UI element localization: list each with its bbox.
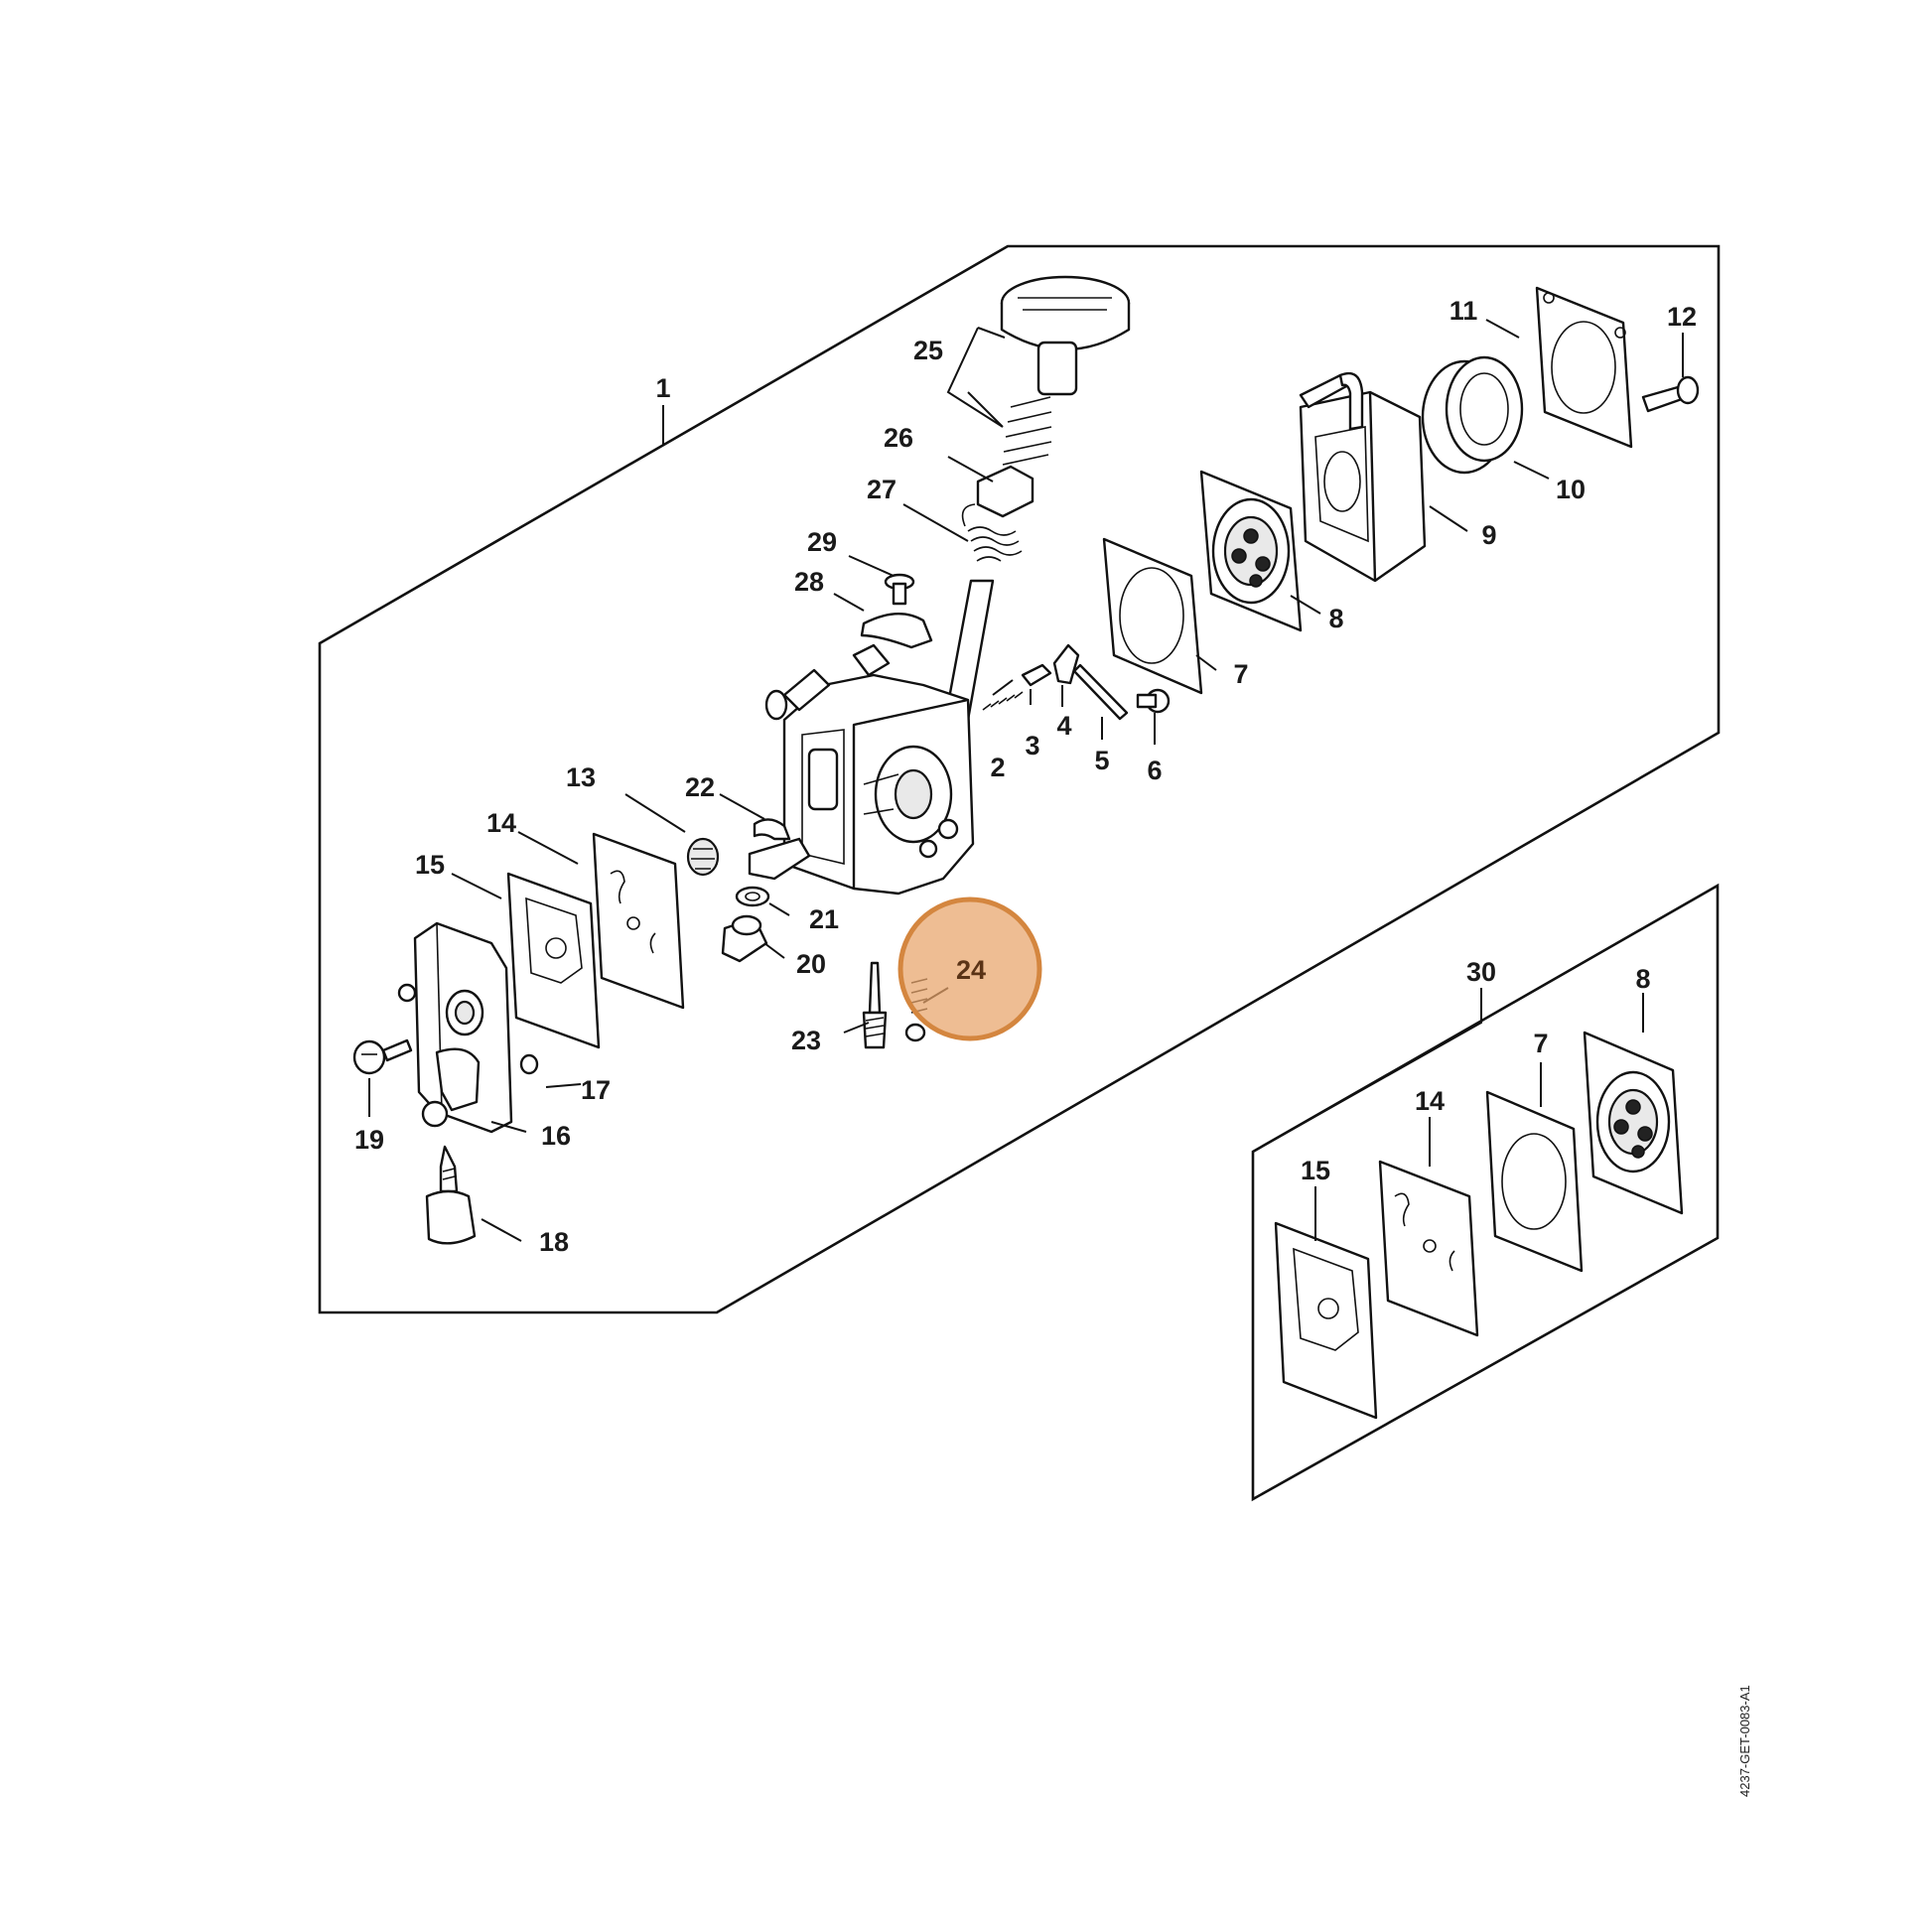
- seal-10-part: [1421, 355, 1524, 475]
- callout-7[interactable]: 7: [1233, 659, 1248, 689]
- callout-1[interactable]: 1: [655, 373, 670, 403]
- callout-16[interactable]: 16: [541, 1121, 571, 1151]
- kit-callout-7[interactable]: 7: [1533, 1029, 1548, 1058]
- screw-19-part: [352, 1038, 413, 1075]
- fitting-20-part: [721, 914, 768, 963]
- kit-gasket-15-part: [1274, 1221, 1378, 1420]
- kit-callout-15[interactable]: 15: [1301, 1156, 1330, 1185]
- callout-10[interactable]: 10: [1556, 475, 1586, 504]
- callout-labels: 1 2 3 4 5 6 7 8 9 10 11 12 13 14 15 16 1…: [354, 296, 1697, 1257]
- callout-2[interactable]: 2: [990, 753, 1005, 782]
- callout-14[interactable]: 14: [486, 808, 516, 838]
- callout-18[interactable]: 18: [539, 1227, 569, 1257]
- callout-21[interactable]: 21: [809, 904, 839, 934]
- kit-gasket-7-part: [1485, 1090, 1584, 1273]
- clip-22-part: [753, 818, 791, 841]
- choke-spring-part: [1002, 396, 1052, 466]
- callout-3[interactable]: 3: [1025, 731, 1039, 760]
- screw-23-part: [862, 961, 888, 1049]
- callout-15[interactable]: 15: [415, 850, 445, 880]
- pin-5-part: [1072, 663, 1129, 721]
- callout-25[interactable]: 25: [913, 336, 943, 365]
- torsion-spring-part: [961, 503, 1023, 562]
- callout-19[interactable]: 19: [354, 1125, 384, 1155]
- callout-28[interactable]: 28: [794, 567, 824, 597]
- cover-16-part: [397, 921, 513, 1134]
- callout-23[interactable]: 23: [791, 1026, 821, 1055]
- callout-4[interactable]: 4: [1056, 711, 1071, 741]
- knob-18-part: [425, 1145, 477, 1245]
- callout-17[interactable]: 17: [581, 1075, 611, 1105]
- callout-8[interactable]: 8: [1328, 604, 1343, 633]
- highlight-marker[interactable]: [897, 897, 1042, 1041]
- gasket-11-part: [1535, 286, 1633, 449]
- diaphragm-8-part: [1199, 470, 1303, 632]
- choke-lever-part: [976, 465, 1035, 518]
- spring-2-part: [982, 691, 1024, 711]
- bracket-part: [748, 837, 811, 881]
- pump-cover-9-part: [1299, 371, 1427, 583]
- leader-lines: [368, 319, 1684, 1242]
- kit-callout-8[interactable]: 8: [1635, 964, 1650, 994]
- gasket-15-part: [506, 872, 601, 1049]
- screw-6-part: [1136, 688, 1171, 714]
- lever-4-part: [1052, 643, 1080, 685]
- kit-frame: [1251, 883, 1720, 1502]
- kit-callout-14[interactable]: 14: [1415, 1086, 1445, 1116]
- callout-20[interactable]: 20: [796, 949, 826, 979]
- plug-17-part: [519, 1053, 539, 1075]
- assembly-frame: [318, 244, 1721, 1314]
- kit-diaphragm-8-part: [1583, 1031, 1684, 1215]
- callout-30[interactable]: 30: [1466, 957, 1496, 987]
- washer-21-part: [735, 886, 770, 907]
- document-code: 4237-GET-0083-A1: [1737, 1685, 1752, 1797]
- screw-12-part: [1641, 375, 1700, 413]
- carburetor-body: [764, 643, 975, 896]
- callout-13[interactable]: 13: [566, 762, 596, 792]
- callout-29[interactable]: 29: [807, 527, 837, 557]
- callout-12[interactable]: 12: [1667, 302, 1697, 332]
- screen-13-part: [686, 837, 720, 877]
- needle-3-part: [1021, 663, 1052, 687]
- callout-24[interactable]: 24: [956, 955, 986, 985]
- callout-9[interactable]: 9: [1481, 520, 1496, 550]
- screw-29-part: [884, 573, 915, 606]
- callout-11[interactable]: 11: [1449, 296, 1478, 326]
- callout-5[interactable]: 5: [1094, 746, 1109, 775]
- gasket-7-part: [1102, 537, 1203, 695]
- choke-knob-part[interactable]: [1000, 275, 1131, 396]
- diaphragm-14-part: [592, 832, 685, 1010]
- callout-27[interactable]: 27: [867, 475, 897, 504]
- callout-22[interactable]: 22: [685, 772, 715, 802]
- callout-6[interactable]: 6: [1147, 756, 1162, 785]
- callout-26[interactable]: 26: [884, 423, 913, 453]
- kit-diaphragm-14-part: [1378, 1160, 1479, 1337]
- plate-28-part: [860, 612, 933, 649]
